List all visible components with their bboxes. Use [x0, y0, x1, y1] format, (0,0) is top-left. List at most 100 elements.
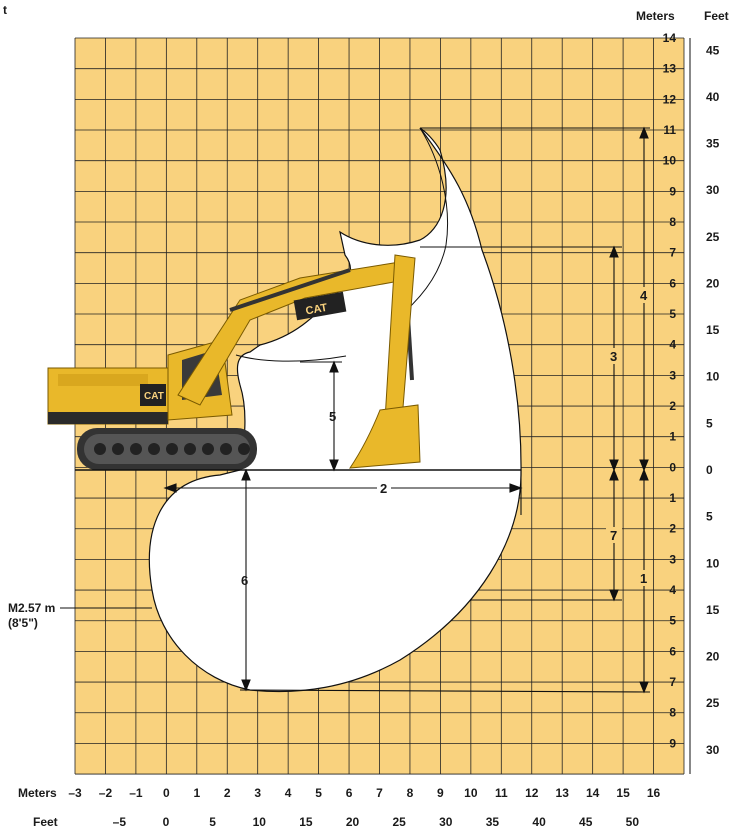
bottom-feet-ticks: –5 0 5 10 15 20 25 30 35 40 45 50 — [113, 815, 640, 829]
bottom-meters-tick: 2 — [224, 786, 231, 800]
dim-label-5: 5 — [329, 409, 336, 424]
bottom-meters-tick: 1 — [193, 786, 200, 800]
right-meters-tick: 6 — [669, 276, 676, 290]
right-meters-tick: 3 — [669, 368, 676, 382]
bottom-feet-label: Feet — [33, 815, 58, 829]
right-feet-tick: 35 — [706, 137, 720, 151]
right-feet-tick: 5 — [706, 416, 713, 430]
right-feet-tick: 10 — [706, 556, 720, 570]
bottom-feet-tick: 35 — [486, 815, 500, 829]
right-feet-tick: 30 — [706, 743, 720, 757]
meters-header: Meters — [636, 9, 675, 23]
reach-curve-inner — [394, 127, 449, 321]
right-feet-tick: 20 — [706, 276, 720, 290]
right-meters-tick: 13 — [663, 62, 677, 76]
dim-label-4: 4 — [640, 288, 648, 303]
dim-label-3: 3 — [610, 349, 617, 364]
right-meters-tick: 5 — [669, 614, 676, 628]
right-feet-tick: 40 — [706, 90, 720, 104]
bottom-feet-tick: 15 — [299, 815, 313, 829]
bottom-meters-label: Meters — [18, 786, 57, 800]
right-meters-tick: 6 — [669, 644, 676, 658]
bottom-meters-tick: –2 — [99, 786, 113, 800]
depth-annotation-line1: M2.57 m — [8, 601, 55, 615]
bottom-meters-tick: 3 — [254, 786, 261, 800]
cat-badge-text: CAT — [144, 391, 164, 402]
right-feet-tick: 20 — [706, 650, 720, 664]
boom-cat-text: CAT — [305, 302, 329, 318]
excavator: CAT CAT — [47, 254, 421, 470]
right-meters-tick: 9 — [669, 736, 676, 750]
bottom-meters-tick: 4 — [285, 786, 292, 800]
right-feet-tick: 15 — [706, 323, 720, 337]
right-meters-tick: 4 — [669, 338, 676, 352]
right-meters-tick: 3 — [669, 552, 676, 566]
bottom-meters-tick: –1 — [129, 786, 143, 800]
bottom-meters-tick: 12 — [525, 786, 539, 800]
bottom-feet-tick: 20 — [346, 815, 360, 829]
right-meters-tick: 1 — [669, 430, 676, 444]
boom-badge — [293, 291, 347, 321]
counterweight-base — [48, 412, 168, 424]
bottom-feet-tick: 50 — [626, 815, 640, 829]
bottom-feet-tick: 30 — [439, 815, 453, 829]
right-meters-tick: 2 — [669, 399, 676, 413]
bottom-meters-tick: 15 — [616, 786, 630, 800]
right-meters-tick: 5 — [669, 307, 676, 321]
bottom-meters-tick: 11 — [495, 786, 508, 800]
bucket — [349, 404, 421, 469]
right-meters-tick: 11 — [663, 123, 676, 137]
right-meters-tick: 9 — [669, 184, 676, 198]
right-feet-tick: 15 — [706, 603, 720, 617]
bottom-meters-tick: 10 — [464, 786, 478, 800]
right-feet-tick: 25 — [706, 230, 720, 244]
bottom-meters-tick: –3 — [68, 786, 82, 800]
track-wheels — [94, 443, 250, 455]
bottom-meters-tick: 16 — [647, 786, 661, 800]
corner-fragment-top-left: t — [3, 3, 7, 17]
bottom-feet-tick: 40 — [532, 815, 546, 829]
bottom-meters-tick: 14 — [586, 786, 600, 800]
bottom-feet-tick: 5 — [209, 815, 216, 829]
right-meters-tick: 8 — [669, 215, 676, 229]
bottom-feet-tick: –5 — [113, 815, 127, 829]
feet-header: Feet — [704, 9, 729, 23]
bottom-meters-tick: 13 — [556, 786, 570, 800]
boom-cylinder — [229, 268, 351, 312]
right-feet-tick: 10 — [706, 370, 720, 384]
bottom-feet-tick: 45 — [579, 815, 593, 829]
depth-annotation-line2: (8'5") — [8, 616, 38, 630]
dim-label-7: 7 — [610, 528, 617, 543]
right-meters-tick: 7 — [669, 246, 676, 260]
right-meters-tick: 14 — [663, 31, 677, 45]
bottom-meters-tick: 8 — [407, 786, 414, 800]
bottom-feet-tick: 25 — [392, 815, 406, 829]
bottom-meters-tick: 7 — [376, 786, 383, 800]
dim-label-6: 6 — [241, 573, 248, 588]
right-meters-tick: 12 — [663, 92, 677, 106]
right-feet-tick: 25 — [706, 696, 720, 710]
bottom-meters-tick: 9 — [437, 786, 444, 800]
bottom-feet-tick: 10 — [253, 815, 267, 829]
reach-curve-lower — [235, 354, 347, 362]
right-feet-tick: 30 — [706, 183, 720, 197]
right-meters-tick: 10 — [663, 154, 677, 168]
right-feet-tick: 45 — [706, 43, 720, 57]
badge-plate — [140, 384, 166, 406]
right-meters-tick: 4 — [669, 583, 676, 597]
right-feet-tick: 0 — [706, 463, 713, 477]
right-meters-tick: 7 — [669, 675, 676, 689]
right-meters-tick: 2 — [669, 522, 676, 536]
right-meters-tick: 0 — [669, 460, 676, 474]
dim-label-1: 1 — [640, 571, 647, 586]
house-panel — [58, 374, 148, 386]
working-envelope — [148, 127, 522, 693]
bottom-meters-tick: 6 — [346, 786, 353, 800]
right-meters-tick: 8 — [669, 706, 676, 720]
bottom-meters-tick: 0 — [163, 786, 170, 800]
bottom-feet-tick: 0 — [163, 815, 170, 829]
right-meters-tick: 1 — [669, 491, 676, 505]
